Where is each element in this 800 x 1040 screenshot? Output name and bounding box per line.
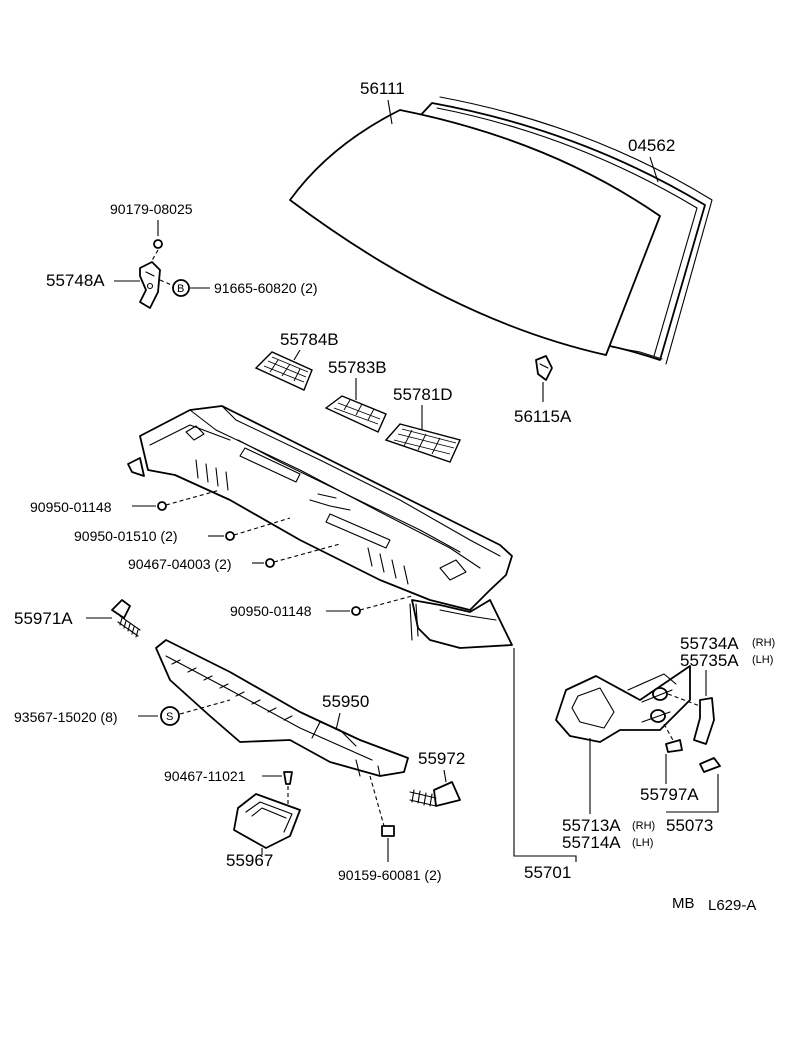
label-55734A-side: (RH) [752,637,775,649]
label-55714A: 55714A [562,833,621,852]
marker-b: B [177,283,184,295]
brace-55734A [693,697,715,745]
label-55714A-side: (LH) [632,837,653,849]
label-55784B: 55784B [280,330,339,349]
label-55713A-side: (RH) [632,820,655,832]
label-90950-01510: 90950-01510 (2) [74,528,178,544]
seal-55797A-b [699,757,721,773]
label-91665-60820: 91665-60820 (2) [214,280,318,296]
bracket-55748A [139,261,161,309]
cowl-panel-55701 [127,405,513,649]
grille-55784B [254,351,313,391]
label-55971A: 55971A [14,609,73,628]
hose-55972 [409,781,461,807]
s-marker-icon [160,706,180,726]
seal-55797A [665,739,683,753]
label-55781D: 55781D [393,385,453,404]
marker-s: S [166,711,173,723]
figure-prefix: MB [672,895,695,912]
label-93567-15020: 93567-15020 (8) [14,709,118,725]
label-90179-08025: 90179-08025 [110,201,193,217]
seal-55967 [233,793,301,849]
clip-56115A [535,355,553,381]
label-55783B: 55783B [328,358,387,377]
label-55701: 55701 [524,863,571,882]
clip-icon [283,771,293,785]
grille-55783B [324,395,387,433]
label-90467-04003: 90467-04003 (2) [128,556,232,572]
label-04562: 04562 [628,136,675,155]
label-56111: 56111 [360,79,405,98]
windshield-glass-56111 [289,109,661,356]
label-55735A: 55735A [680,651,739,670]
bolt-icon [381,825,395,837]
clip-icon [265,558,275,568]
label-55734A: 55734A [680,634,739,653]
label-90950-01148-b: 90950-01148 [230,603,312,619]
figure-code: L629-A [708,897,756,914]
panel-55950 [155,639,409,777]
label-55950: 55950 [322,692,369,711]
label-55972: 55972 [418,749,465,768]
clip-icon [157,501,167,511]
bracket-55713A [555,665,691,743]
label-55713A: 55713A [562,816,621,835]
hose-55971A [111,599,141,638]
label-90950-01148-a: 90950-01148 [30,499,112,515]
label-55073: 55073 [666,816,713,835]
grille-55781D [384,423,461,463]
label-55748A: 55748A [46,271,105,290]
label-55797A: 55797A [640,785,699,804]
label-90467-11021: 90467-11021 [164,768,246,784]
label-55967: 55967 [226,851,273,870]
clip-icon [351,606,361,616]
label-55735A-side: (LH) [752,654,773,666]
label-56115A: 56115A [514,407,572,426]
b-marker-icon [172,279,190,297]
clip-icon [225,531,235,541]
label-90159-60081: 90159-60081 (2) [338,867,442,883]
nut-icon [153,239,163,249]
